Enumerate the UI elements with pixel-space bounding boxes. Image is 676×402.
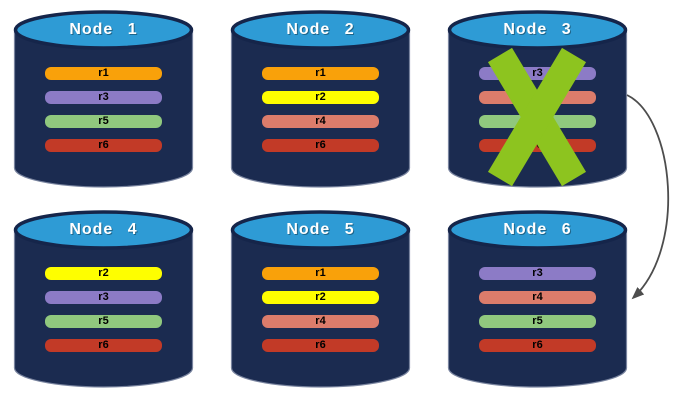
- node-title: Node 5: [286, 221, 355, 238]
- node-title: Node 1: [69, 21, 138, 38]
- node-title: Node 3: [503, 21, 572, 38]
- replica-bar: r1: [45, 67, 162, 80]
- replica-bar: r6: [262, 139, 379, 152]
- replica-bar: r4: [262, 115, 379, 128]
- replica-label: r5: [532, 315, 543, 327]
- replica-bar: r4: [262, 315, 379, 328]
- replica-label: r4: [315, 315, 326, 327]
- replica-bar: r4: [479, 291, 596, 304]
- replica-label: r1: [315, 267, 326, 279]
- replica-bar: r5: [45, 315, 162, 328]
- replica-bar: r2: [262, 91, 379, 104]
- node-6-cylinder: Node 6 r3 r4 r5 r6: [447, 210, 628, 388]
- replica-label: r4: [532, 291, 543, 303]
- replica-bar: r2: [262, 291, 379, 304]
- replica-bar: r1: [262, 67, 379, 80]
- replica-bar: r6: [262, 339, 379, 352]
- replica-label: r3: [532, 67, 543, 79]
- replica-label: r3: [98, 291, 109, 303]
- node-1-cylinder: Node 1 r1 r3 r5 r6: [13, 10, 194, 188]
- replica-bar: r3: [479, 267, 596, 280]
- replica-label: r2: [98, 267, 109, 279]
- node-2-cylinder: Node 2 r1 r2 r4 r6: [230, 10, 411, 188]
- replica-bar: r1: [262, 267, 379, 280]
- replica-label: r5: [98, 115, 109, 127]
- replica-label: r6: [98, 339, 109, 351]
- replica-label: r6: [98, 139, 109, 151]
- replica-label: r5: [98, 315, 109, 327]
- replica-bar: r6: [45, 339, 162, 352]
- replica-bar: r6: [45, 139, 162, 152]
- replica-label: r6: [315, 339, 326, 351]
- replica-bar: r2: [45, 267, 162, 280]
- replica-label: r6: [532, 339, 543, 351]
- replica-label: r1: [98, 67, 109, 79]
- replica-label: r6: [315, 139, 326, 151]
- replica-label: r2: [315, 91, 326, 103]
- replica-bar: r5: [479, 315, 596, 328]
- replica-bar: r5: [45, 115, 162, 128]
- replica-bar: r3: [45, 291, 162, 304]
- replica-bar: r6: [479, 339, 596, 352]
- replica-label: r4: [315, 115, 326, 127]
- node-title: Node 2: [286, 21, 355, 38]
- replica-bar: r3: [45, 91, 162, 104]
- replica-label: r1: [315, 67, 326, 79]
- replica-label: r3: [98, 91, 109, 103]
- node-5-cylinder: Node 5 r1 r2 r4 r6: [230, 210, 411, 388]
- replica-label: r3: [532, 267, 543, 279]
- node-title: Node 4: [69, 221, 138, 238]
- node-4-cylinder: Node 4 r2 r3 r5 r6: [13, 210, 194, 388]
- failure-x-icon: [487, 47, 587, 187]
- replica-label: r2: [315, 291, 326, 303]
- node-title: Node 6: [503, 221, 572, 238]
